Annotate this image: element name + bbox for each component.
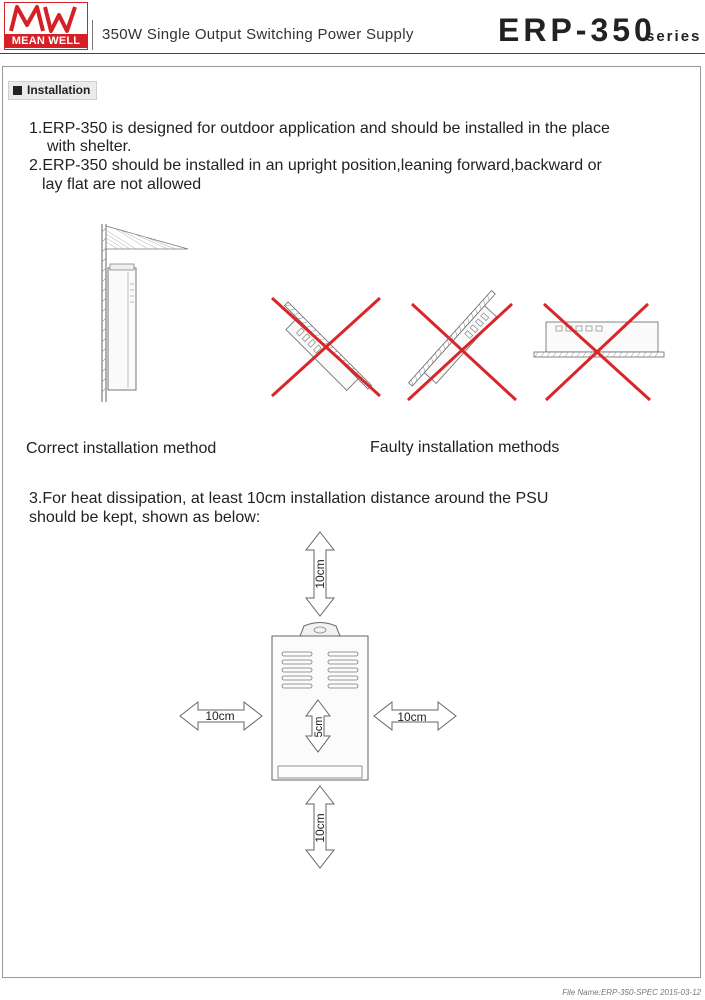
distance-top-label: 10cm [313, 559, 327, 588]
item-2-line-2: lay flat are not allowed [42, 176, 202, 193]
faulty-installation-leaning-1 [270, 296, 382, 398]
item-3-line-2: should be kept, shown as below: [29, 509, 261, 526]
item-1-line-2: with shelter. [47, 138, 132, 155]
psu-bottom-panel [277, 765, 363, 779]
mw-logo-mark-icon [9, 5, 77, 33]
correct-installation-figure [101, 224, 189, 402]
double-arrow-left-icon [179, 700, 263, 732]
double-arrow-top-icon [304, 531, 336, 617]
item-3-line-1: 3.For heat dissipation, at least 10cm in… [29, 490, 549, 507]
header-rule [0, 53, 705, 54]
square-bullet-icon [13, 85, 22, 95]
heat-dissipation-diagram: 10cm 10cm 5cm 10cm 10cm [179, 531, 457, 869]
caption-correct-installation: Correct installation method [26, 440, 217, 457]
caption-faulty-installation: Faulty installation methods [370, 439, 560, 456]
faulty-installation-leaning-2 [406, 290, 518, 402]
double-arrow-right-icon [373, 700, 457, 732]
double-arrow-inner-icon [305, 699, 331, 753]
distance-left-label: 10cm [205, 709, 234, 723]
series-label: series [646, 28, 702, 45]
item-1-line-1: 1.ERP-350 is designed for outdoor applic… [29, 120, 610, 137]
product-subtitle: 350W Single Output Switching Power Suppl… [102, 26, 414, 43]
section-heading: Installation [8, 81, 98, 100]
footer-file-name: File Name:ERP-350-SPEC 2015-03-12 [562, 988, 701, 997]
psu-vents [281, 651, 359, 689]
content-frame [2, 66, 701, 978]
mean-well-logo: MEAN WELL [4, 2, 88, 50]
faulty-installation-lay-flat [533, 302, 665, 402]
header-divider [92, 20, 93, 50]
distance-right-label: 10cm [397, 710, 426, 724]
model-name: ERP-350 [498, 12, 656, 48]
logo-text: MEAN WELL [5, 34, 87, 48]
psu-top-cap [299, 622, 341, 637]
section-title: Installation [27, 83, 91, 97]
item-2-line-1: 2.ERP-350 should be installed in an upri… [29, 157, 602, 174]
double-arrow-bottom-icon [304, 785, 336, 869]
distance-bottom-label: 10cm [313, 813, 327, 842]
distance-inner-label: 5cm [313, 717, 325, 738]
